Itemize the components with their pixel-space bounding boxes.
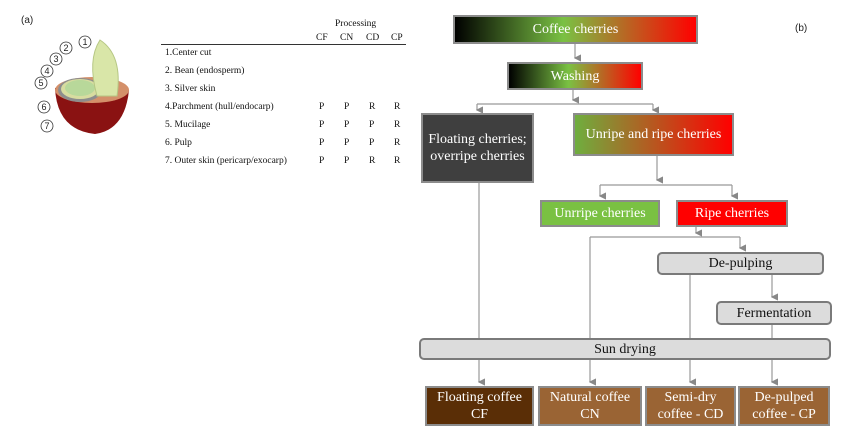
node-washing: Washing [507, 62, 643, 90]
panel-b-label: (b) [795, 23, 808, 34]
table-rule [161, 44, 406, 45]
col-cd: CD [366, 33, 380, 43]
callout-7: 7 [44, 121, 49, 131]
callout-4: 4 [44, 66, 49, 76]
row-cell: R [369, 156, 376, 166]
node-unripe-and-ripe: Unripe and ripe cherries [573, 113, 734, 156]
callout-3: 3 [53, 54, 58, 64]
row-cell: P [319, 120, 325, 130]
row-label: 2. Bean (endosperm) [165, 66, 245, 76]
row-cell: P [344, 156, 350, 166]
row-label: 6. Pulp [165, 138, 192, 148]
output-semi-dry-coffee-cd: Semi-dry coffee - CD [645, 386, 736, 426]
row-cell: P [319, 138, 325, 148]
row-cell: P [344, 102, 350, 112]
row-label: 4.Parchment (hull/endocarp) [165, 102, 274, 112]
output-floating-coffee-cf: Floating coffee CF [425, 386, 534, 426]
node-fermentation: Fermentation [716, 301, 832, 325]
col-cn: CN [340, 33, 354, 43]
row-label: 5. Mucilage [165, 120, 211, 130]
row-cell: P [319, 156, 325, 166]
node-depulping: De-pulping [657, 252, 824, 275]
row-label: 1.Center cut [165, 48, 212, 58]
node-unripe-cherries: Unrripe cherries [540, 200, 660, 227]
node-sun-drying: Sun drying [419, 338, 831, 360]
row-cell: P [344, 138, 350, 148]
row-cell: P [344, 120, 350, 130]
row-cell: P [369, 138, 375, 148]
row-cell: R [369, 102, 376, 112]
col-cp: CP [391, 33, 403, 43]
callout-1: 1 [82, 37, 87, 47]
row-label: 7. Outer skin (pericarp/exocarp) [165, 156, 287, 166]
panel-a-label: (a) [21, 15, 34, 26]
callout-6: 6 [41, 102, 46, 112]
node-floating-cherries: Floating cherries; overripe cherries [421, 113, 534, 183]
callout-5: 5 [38, 78, 43, 88]
row-cell: P [369, 120, 375, 130]
row-cell: R [394, 156, 401, 166]
row-cell: R [394, 120, 401, 130]
output-depulped-coffee-cp: De-pulped coffee - CP [738, 386, 830, 426]
node-ripe-cherries: Ripe cherries [676, 200, 788, 227]
row-cell: R [394, 102, 401, 112]
node-coffee-cherries: Coffee cherries [453, 15, 698, 44]
row-label: 3. Silver skin [165, 84, 216, 94]
coffee-cherry-illustration: 1 2 3 4 5 6 7 [34, 35, 129, 134]
callout-2: 2 [63, 43, 68, 53]
row-cell: P [319, 102, 325, 112]
row-cell: R [394, 138, 401, 148]
processing-header: Processing [335, 19, 377, 29]
output-natural-coffee-cn: Natural coffee CN [538, 386, 642, 426]
col-cf: CF [316, 33, 328, 43]
